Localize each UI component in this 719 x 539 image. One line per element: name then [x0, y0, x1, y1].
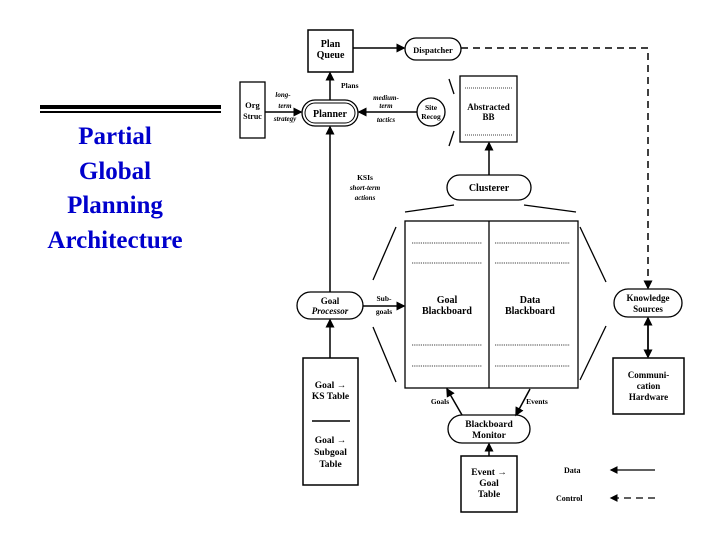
- svg-text:term: term: [278, 102, 292, 110]
- svg-text:Dispatcher: Dispatcher: [413, 45, 453, 55]
- label-events: Events: [526, 397, 548, 406]
- svg-text:long-: long-: [275, 91, 291, 99]
- node-org-struc[interactable]: Org Struc: [239, 81, 266, 139]
- svg-text:Data: Data: [520, 295, 541, 306]
- node-dispatcher[interactable]: Dispatcher: [404, 37, 462, 61]
- svg-text:Sources: Sources: [633, 304, 663, 314]
- svg-text:goals: goals: [376, 307, 392, 316]
- svg-text:Goal: Goal: [479, 479, 499, 489]
- node-event-goal-table[interactable]: Event → Goal Table: [460, 455, 518, 513]
- slide-title: Partial Global Planning Architecture: [20, 120, 210, 258]
- node-knowledge-sources[interactable]: Knowledge Sources: [613, 288, 683, 318]
- node-abstracted-bb[interactable]: Abstracted BB: [459, 75, 518, 143]
- node-blackboard-monitor[interactable]: Blackboard Monitor: [447, 414, 531, 444]
- node-goal-blackboard[interactable]: Goal Blackboard: [422, 295, 472, 317]
- node-communication-hardware[interactable]: Communi- cation Hardware: [612, 357, 685, 415]
- node-data-blackboard[interactable]: Data Blackboard: [505, 295, 555, 317]
- svg-text:Blackboard: Blackboard: [465, 420, 513, 430]
- node-blackboards: [404, 220, 579, 389]
- svg-text:actions: actions: [355, 194, 376, 202]
- svg-text:Goal: Goal: [437, 295, 458, 306]
- edge-events-monitor: [515, 388, 531, 417]
- svg-text:Abstracted: Abstracted: [467, 102, 510, 112]
- edge-dispatcher-ks-control: [461, 47, 653, 290]
- title-line-1: Partial: [78, 123, 152, 150]
- goal-subgoal-table-line-3: Table: [319, 460, 341, 470]
- svg-text:strategy: strategy: [273, 115, 297, 123]
- svg-text:Sub-: Sub-: [376, 294, 392, 303]
- edge-monitor-goals: [446, 387, 463, 416]
- svg-text:short-term: short-term: [349, 184, 381, 192]
- title-rule-thick: [40, 105, 221, 109]
- svg-text:Queue: Queue: [317, 50, 345, 61]
- node-clusterer[interactable]: Clusterer: [446, 174, 532, 201]
- svg-text:Blackboard: Blackboard: [422, 306, 472, 317]
- goal-subgoal-table-line-2: Subgoal: [314, 448, 347, 458]
- svg-text:Recog: Recog: [421, 112, 441, 121]
- svg-text:Plan: Plan: [321, 39, 341, 50]
- svg-text:Monitor: Monitor: [472, 431, 507, 441]
- svg-text:Blackboard: Blackboard: [505, 306, 555, 317]
- svg-text:Org: Org: [245, 100, 260, 110]
- label-plans: Plans: [341, 81, 359, 90]
- svg-text:Communi-: Communi-: [628, 370, 670, 380]
- legend: Data Control: [556, 466, 655, 503]
- svg-text:medium-: medium-: [373, 94, 399, 102]
- svg-text:Goal: Goal: [321, 296, 340, 306]
- node-plan-queue[interactable]: Plan Queue: [307, 29, 354, 73]
- legend-control-label: Control: [556, 494, 583, 503]
- svg-text:Planner: Planner: [313, 109, 347, 120]
- label-subgoals: Sub- goals: [376, 294, 392, 316]
- goal-ks-table-line-1: Goal →: [315, 381, 346, 391]
- svg-text:Clusterer: Clusterer: [469, 183, 510, 194]
- label-long-term-strategy: long- term strategy: [273, 91, 297, 123]
- svg-text:KSIs: KSIs: [357, 173, 373, 182]
- goal-subgoal-table-line-1: Goal →: [315, 436, 346, 446]
- label-goals: Goals: [431, 397, 449, 406]
- label-ksis-short-term-actions: KSIs short-term actions: [349, 173, 381, 202]
- title-rule-thin: [40, 111, 221, 113]
- goal-ks-table-line-2: KS Table: [312, 392, 349, 402]
- svg-text:Hardware: Hardware: [629, 392, 668, 402]
- svg-text:Struc: Struc: [243, 112, 262, 121]
- svg-text:Site: Site: [425, 103, 438, 112]
- svg-text:BB: BB: [482, 112, 494, 122]
- node-goal-tables[interactable]: Goal → KS Table Goal → Subgoal Table: [302, 357, 359, 486]
- svg-text:term: term: [379, 102, 393, 110]
- label-medium-term-tactics: medium- term tactics: [373, 94, 399, 124]
- svg-text:Processor: Processor: [312, 306, 349, 316]
- svg-text:tactics: tactics: [377, 116, 396, 124]
- svg-text:cation: cation: [637, 381, 661, 391]
- title-line-2: Global: [78, 157, 152, 185]
- svg-text:Knowledge: Knowledge: [626, 293, 669, 303]
- title-line-3: Planning: [67, 192, 163, 219]
- title-line-4: Architecture: [47, 226, 183, 254]
- legend-data-label: Data: [564, 466, 580, 475]
- svg-text:Table: Table: [478, 490, 500, 500]
- node-goal-processor[interactable]: Goal Processor: [296, 291, 364, 320]
- svg-text:Event →: Event →: [471, 468, 507, 478]
- node-planner[interactable]: Planner: [301, 99, 359, 127]
- node-site-recog[interactable]: Site Recog: [416, 97, 446, 127]
